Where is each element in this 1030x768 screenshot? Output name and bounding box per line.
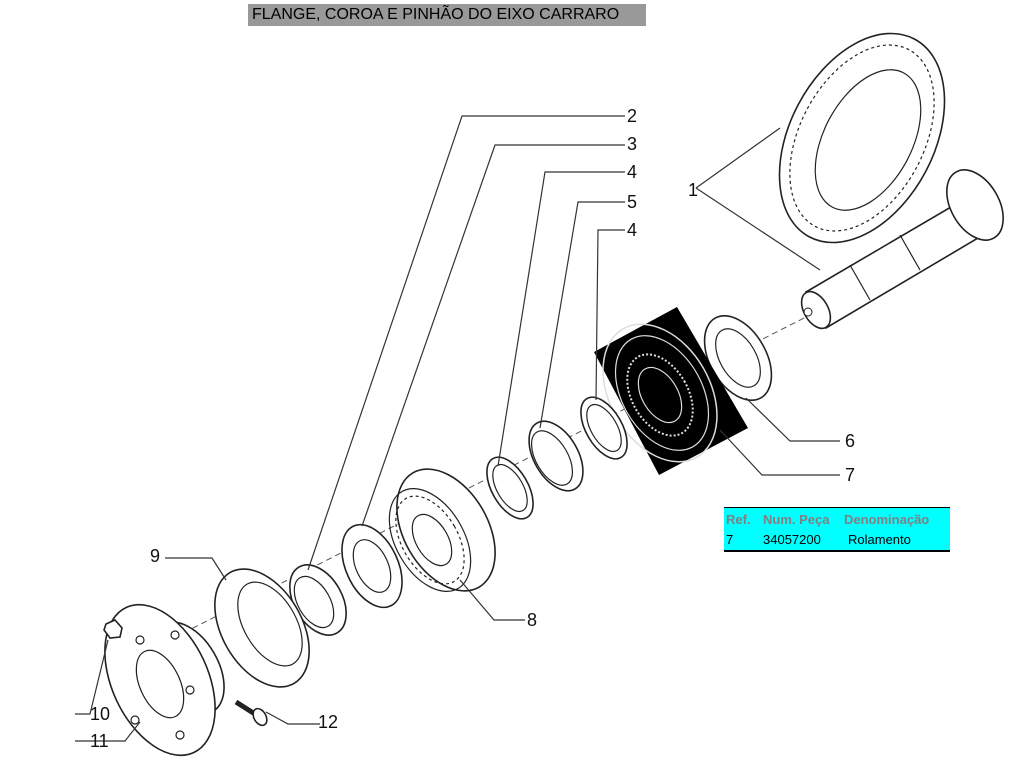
header-description: Denominação [844,512,930,527]
leader-lines [75,115,840,742]
seal[interactable] [195,553,328,704]
lock-nut[interactable] [278,555,358,645]
bearing-highlighted[interactable] [580,304,748,482]
nut[interactable] [103,619,123,639]
callout-11: 11 [90,731,109,751]
callout-4a: 4 [627,162,637,182]
bearing-cup[interactable] [518,412,594,500]
crown-gear[interactable] [746,5,978,270]
callout-12: 12 [318,712,338,732]
pinion-shaft[interactable] [796,160,1015,333]
callout-5: 5 [627,192,637,212]
shim-ring-1[interactable] [477,450,542,527]
row-description: Rolamento [848,532,911,547]
tapered-roller-bearing[interactable] [373,452,516,608]
bolt[interactable] [234,699,270,728]
callout-10: 10 [90,704,110,724]
callout-6: 6 [845,431,855,451]
shim-ring-2[interactable] [571,390,636,467]
part-info-table: Ref. Num. Peça Denominação 7 34057200 Ro… [724,507,950,552]
row-ref: 7 [726,532,734,547]
header-ref: Ref. [726,512,751,527]
callout-8: 8 [527,610,537,630]
callout-4b: 4 [627,220,637,240]
callout-2: 2 [627,106,637,126]
flange[interactable] [83,587,239,768]
callout-9: 9 [150,546,160,566]
callout-7: 7 [845,465,855,485]
callout-3: 3 [627,134,637,154]
lock-washer[interactable] [330,515,414,617]
header-part-number: Num. Peça [763,512,830,527]
callout-1: 1 [688,180,698,200]
diagram-title: FLANGE, COROA E PINHÃO DO EIXO CARRARO [248,4,646,26]
callout-labels: 1 2 3 4 5 4 6 7 8 9 10 11 12 [90,106,855,751]
row-part-number: 34057200 [763,532,821,547]
